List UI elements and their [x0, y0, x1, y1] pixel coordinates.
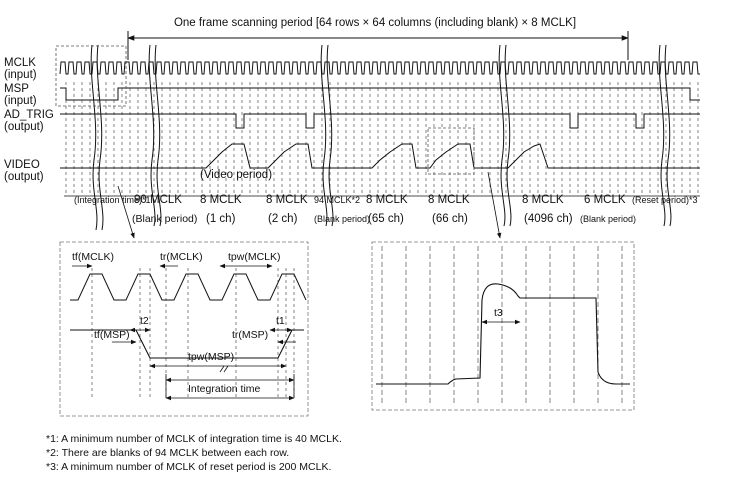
footnote-3: *3: A minimum number of MCLK of reset pe… — [46, 461, 332, 473]
seg-integration: (Integration time)*1 — [74, 195, 151, 205]
footnote-1: *1: A minimum number of MCLK of integrat… — [46, 433, 342, 445]
segment-labels-top: (Integration time)*1 90 MCLK 8 MCLK 8 MC… — [74, 194, 698, 206]
seg-blank-3: (Blank period) — [580, 214, 636, 224]
label-t2: t2 — [140, 315, 149, 327]
label-tf-msp: tf(MSP) — [94, 329, 130, 341]
label-tf-mclk: tf(MCLK) — [72, 251, 114, 263]
detail-video-waveform — [376, 283, 630, 385]
seg-8mclk-1: 8 MCLK — [200, 194, 242, 206]
video-waveform — [60, 143, 700, 169]
label-video: VIDEO — [4, 159, 40, 171]
seg-66ch: (66 ch) — [432, 213, 468, 225]
adtrig-waveform — [60, 113, 700, 129]
signal-labels: MCLK (input) MSP (input) AD_TRIG (output… — [4, 57, 54, 183]
seg-90mclk: 90 MCLK — [134, 194, 182, 206]
callout-leader-left — [117, 185, 135, 239]
seg-65ch: (65 ch) — [368, 213, 404, 225]
detail-mclk-waveform — [70, 273, 307, 301]
frame-title: One frame scanning period [64 rows × 64 … — [174, 17, 576, 29]
seg-blank-2: (Blank period) — [314, 214, 370, 224]
seg-reset: (Reset period)*3 — [632, 195, 698, 205]
seg-8mclk-5: 8 MCLK — [522, 194, 564, 206]
footnotes: *1: A minimum number of MCLK of integrat… — [46, 432, 342, 474]
label-t3: t3 — [494, 307, 503, 319]
callout-leader-right — [487, 171, 502, 239]
msp-waveform — [60, 87, 700, 101]
seg-6mclk: 6 MCLK — [584, 194, 626, 206]
label-adtrig-dir: (output) — [4, 121, 44, 133]
seg-1ch: (1 ch) — [206, 213, 236, 225]
seg-94mclk: 94 MCLK*2 — [314, 195, 360, 205]
zoom-box-left — [55, 45, 127, 107]
detail-right-guide-lines — [381, 246, 623, 406]
video-period-label: (Video period) — [200, 169, 272, 181]
seg-8mclk-4: 8 MCLK — [428, 194, 470, 206]
label-tr-mclk: tr(MCLK) — [160, 251, 203, 263]
clock-grid-lines — [65, 82, 699, 196]
label-tpw-msp: tpw(MSP) — [188, 351, 234, 363]
label-integration-time: Integration time — [188, 383, 261, 395]
seg-8mclk-3: 8 MCLK — [366, 194, 408, 206]
seg-2ch: (2 ch) — [268, 213, 298, 225]
label-tpw-mclk: tpw(MCLK) — [228, 251, 281, 263]
footnote-2: *2: There are blanks of 94 MCLK between … — [46, 447, 290, 459]
label-mclk: MCLK — [4, 57, 36, 69]
mclk-waveform — [59, 61, 700, 75]
label-adtrig: AD_TRIG — [4, 109, 54, 121]
zoom-box-right — [427, 127, 475, 175]
segment-labels-bottom: (Blank period) (1 ch) (2 ch) (Blank peri… — [132, 213, 636, 225]
label-video-dir: (output) — [4, 171, 44, 183]
detail-box-left: tf(MCLK) tr(MCLK) tpw(MCLK) t2 t1 tf(MSP… — [59, 241, 309, 417]
label-tr-msp: tr(MSP) — [232, 329, 268, 341]
label-msp-dir: (input) — [4, 95, 37, 107]
detail-msp-waveform — [70, 329, 304, 359]
detail-box-right: t3 — [371, 241, 635, 411]
seg-4096ch: (4096 ch) — [524, 213, 573, 225]
break-marks — [90, 44, 672, 231]
label-t1: t1 — [276, 315, 285, 327]
label-msp: MSP — [4, 83, 29, 95]
seg-blank-1: (Blank period) — [132, 213, 197, 225]
seg-8mclk-2: 8 MCLK — [266, 194, 308, 206]
label-mclk-dir: (input) — [4, 69, 37, 81]
